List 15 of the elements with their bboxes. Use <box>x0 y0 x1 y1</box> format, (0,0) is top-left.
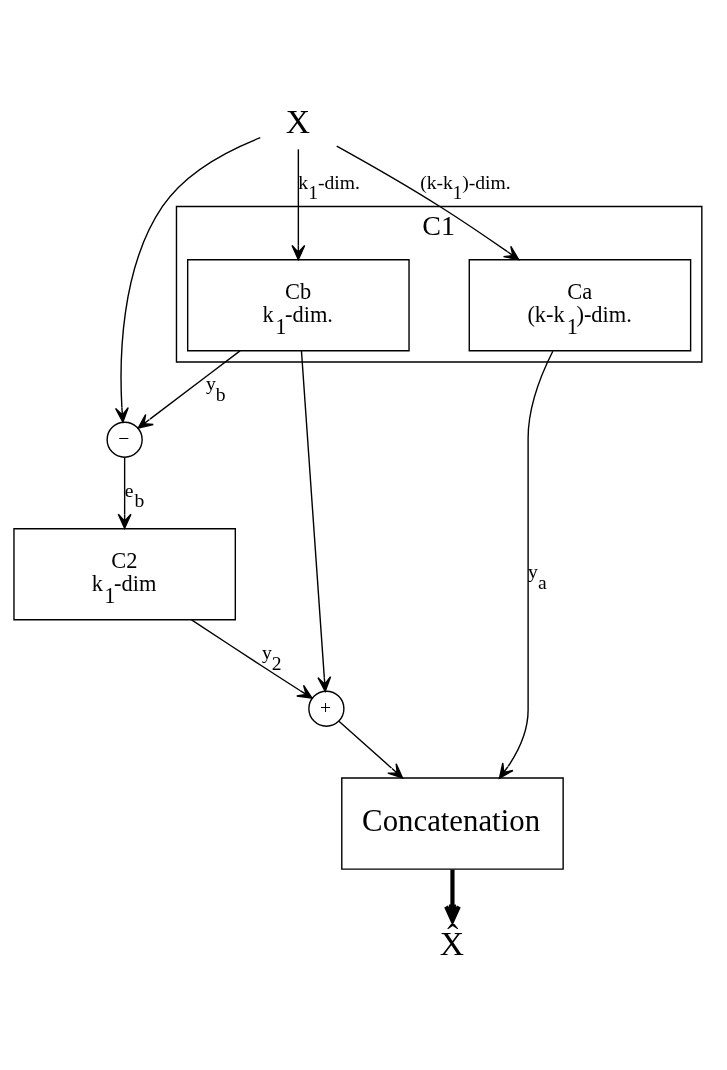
arrow <box>114 137 261 423</box>
arrow <box>336 145 520 261</box>
arrow <box>291 148 306 261</box>
arrow <box>338 720 404 779</box>
arrow <box>300 350 332 692</box>
arrow <box>117 456 132 529</box>
node-box: Concatenation <box>341 777 564 870</box>
node-text: X <box>285 102 311 140</box>
arrow <box>137 350 241 429</box>
node-circle: + <box>308 690 345 727</box>
node-text: X̂ <box>439 924 465 962</box>
arrow <box>498 350 554 779</box>
arrow <box>190 619 313 699</box>
node-circle: − <box>106 421 143 458</box>
arrow <box>444 869 461 923</box>
